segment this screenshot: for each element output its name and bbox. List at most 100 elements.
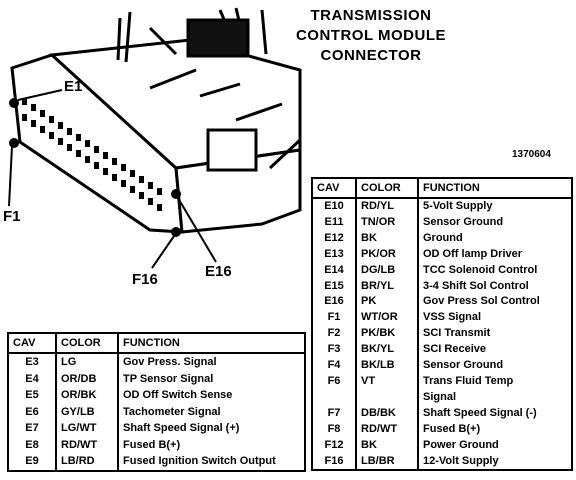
cell-color: PK [356, 294, 419, 311]
cell-function: 12-Volt Supply [423, 454, 499, 467]
pin-label-f1: F1 [3, 208, 21, 225]
cell-cav: F4 [312, 358, 357, 374]
cell-color: TN/OR [356, 214, 419, 231]
cell-color: LB/BR [356, 453, 419, 471]
cell-cav: E10 [312, 198, 357, 215]
cell-color: RD/WT [356, 421, 419, 438]
table-header-row: CAV COLOR FUNCTION [8, 333, 305, 354]
cell-function: TP Sensor Signal [123, 372, 214, 385]
cell-color: RD/YL [356, 198, 419, 215]
cell-cav: E9 [8, 453, 57, 471]
cell-function: OD Off lamp Driver [423, 247, 523, 260]
cell-cav: E16 [312, 294, 357, 311]
cell-function: Sensor Ground [423, 215, 504, 228]
cell-function: SCI Transmit [423, 327, 491, 340]
cell-cav: F1 [312, 310, 357, 327]
cell-function: Gov Press. Signal [123, 356, 217, 368]
cell-function: Gov Press Sol Control [423, 295, 540, 308]
cell-cav: E5 [8, 387, 57, 404]
header-color: COLOR [356, 178, 419, 199]
cell-cav: E11 [312, 214, 357, 231]
title-line-1: TRANSMISSION [310, 7, 432, 24]
cell-cav: F12 [312, 437, 357, 454]
cell-function: Fused B(+) [123, 438, 181, 451]
cell-cav: E8 [8, 436, 57, 453]
cell-function: Shaft Speed Signal (+) [123, 422, 240, 434]
pin-f16-dot [171, 227, 181, 237]
cell-cav: F2 [312, 326, 357, 343]
cell-color: LG/WT [56, 420, 119, 437]
cell-function: 5-Volt Supply [423, 200, 493, 212]
cell-cav: F8 [312, 421, 357, 438]
cell-color: BK/LB [356, 358, 419, 374]
cell-cav: E15 [312, 278, 357, 295]
cell-color [356, 389, 419, 406]
cell-color: BK [356, 437, 419, 454]
cell-cav: E13 [312, 246, 357, 263]
cell-color: BK [356, 230, 419, 247]
pin-label-f16: F16 [132, 271, 158, 288]
cell-color: BR/YL [356, 278, 419, 295]
cell-cav: E4 [8, 370, 57, 387]
pin-label-e1: E1 [64, 78, 83, 95]
cell-color: VT [356, 373, 419, 390]
cell-function: Ground [423, 231, 463, 244]
cell-color: LG [56, 353, 119, 371]
header-cav: CAV [312, 178, 357, 199]
cell-function: Power Ground [423, 438, 499, 451]
cell-cav: F3 [312, 342, 357, 359]
cell-color: OR/BK [56, 387, 119, 404]
cell-function: Fused B(+) [423, 422, 481, 435]
cell-color: OR/DB [56, 370, 119, 387]
cell-function: TCC Solenoid Control [423, 263, 538, 276]
cell-color: DB/BK [356, 405, 419, 422]
cell-function: Shaft Speed Signal (-) [423, 406, 537, 419]
cell-function: Sensor Ground [423, 359, 504, 372]
title-line-2: CONTROL MODULE [295, 27, 447, 44]
table-header-row: CAV COLOR FUNCTION [312, 178, 572, 199]
header-function: FUNCTION [418, 178, 572, 199]
cell-cav [312, 389, 357, 406]
cell-cav: E6 [8, 403, 57, 420]
cavity-grid [22, 98, 162, 211]
cell-color: RD/WT [56, 436, 119, 453]
cell-color: LB/RD [56, 453, 119, 471]
cell-cav: E3 [8, 353, 57, 371]
cell-cav: E7 [8, 420, 57, 437]
cell-color: PK/OR [356, 246, 419, 263]
cell-cav: F6 [312, 373, 357, 390]
leader-lines [8, 89, 217, 269]
pin-label-e16: E16 [205, 263, 232, 280]
cell-cav: E12 [312, 230, 357, 247]
cell-function: Fused Ignition Switch Output [123, 455, 276, 467]
cell-function: Trans Fluid Temp [423, 374, 514, 387]
cell-cav: E14 [312, 262, 357, 279]
figure-id: 1370604 [512, 149, 551, 160]
header-cav: CAV [8, 333, 57, 354]
cell-function: Signal [423, 390, 457, 403]
cell-color: WT/OR [356, 310, 419, 327]
cell-function: OD Off Switch Sense [123, 389, 233, 401]
